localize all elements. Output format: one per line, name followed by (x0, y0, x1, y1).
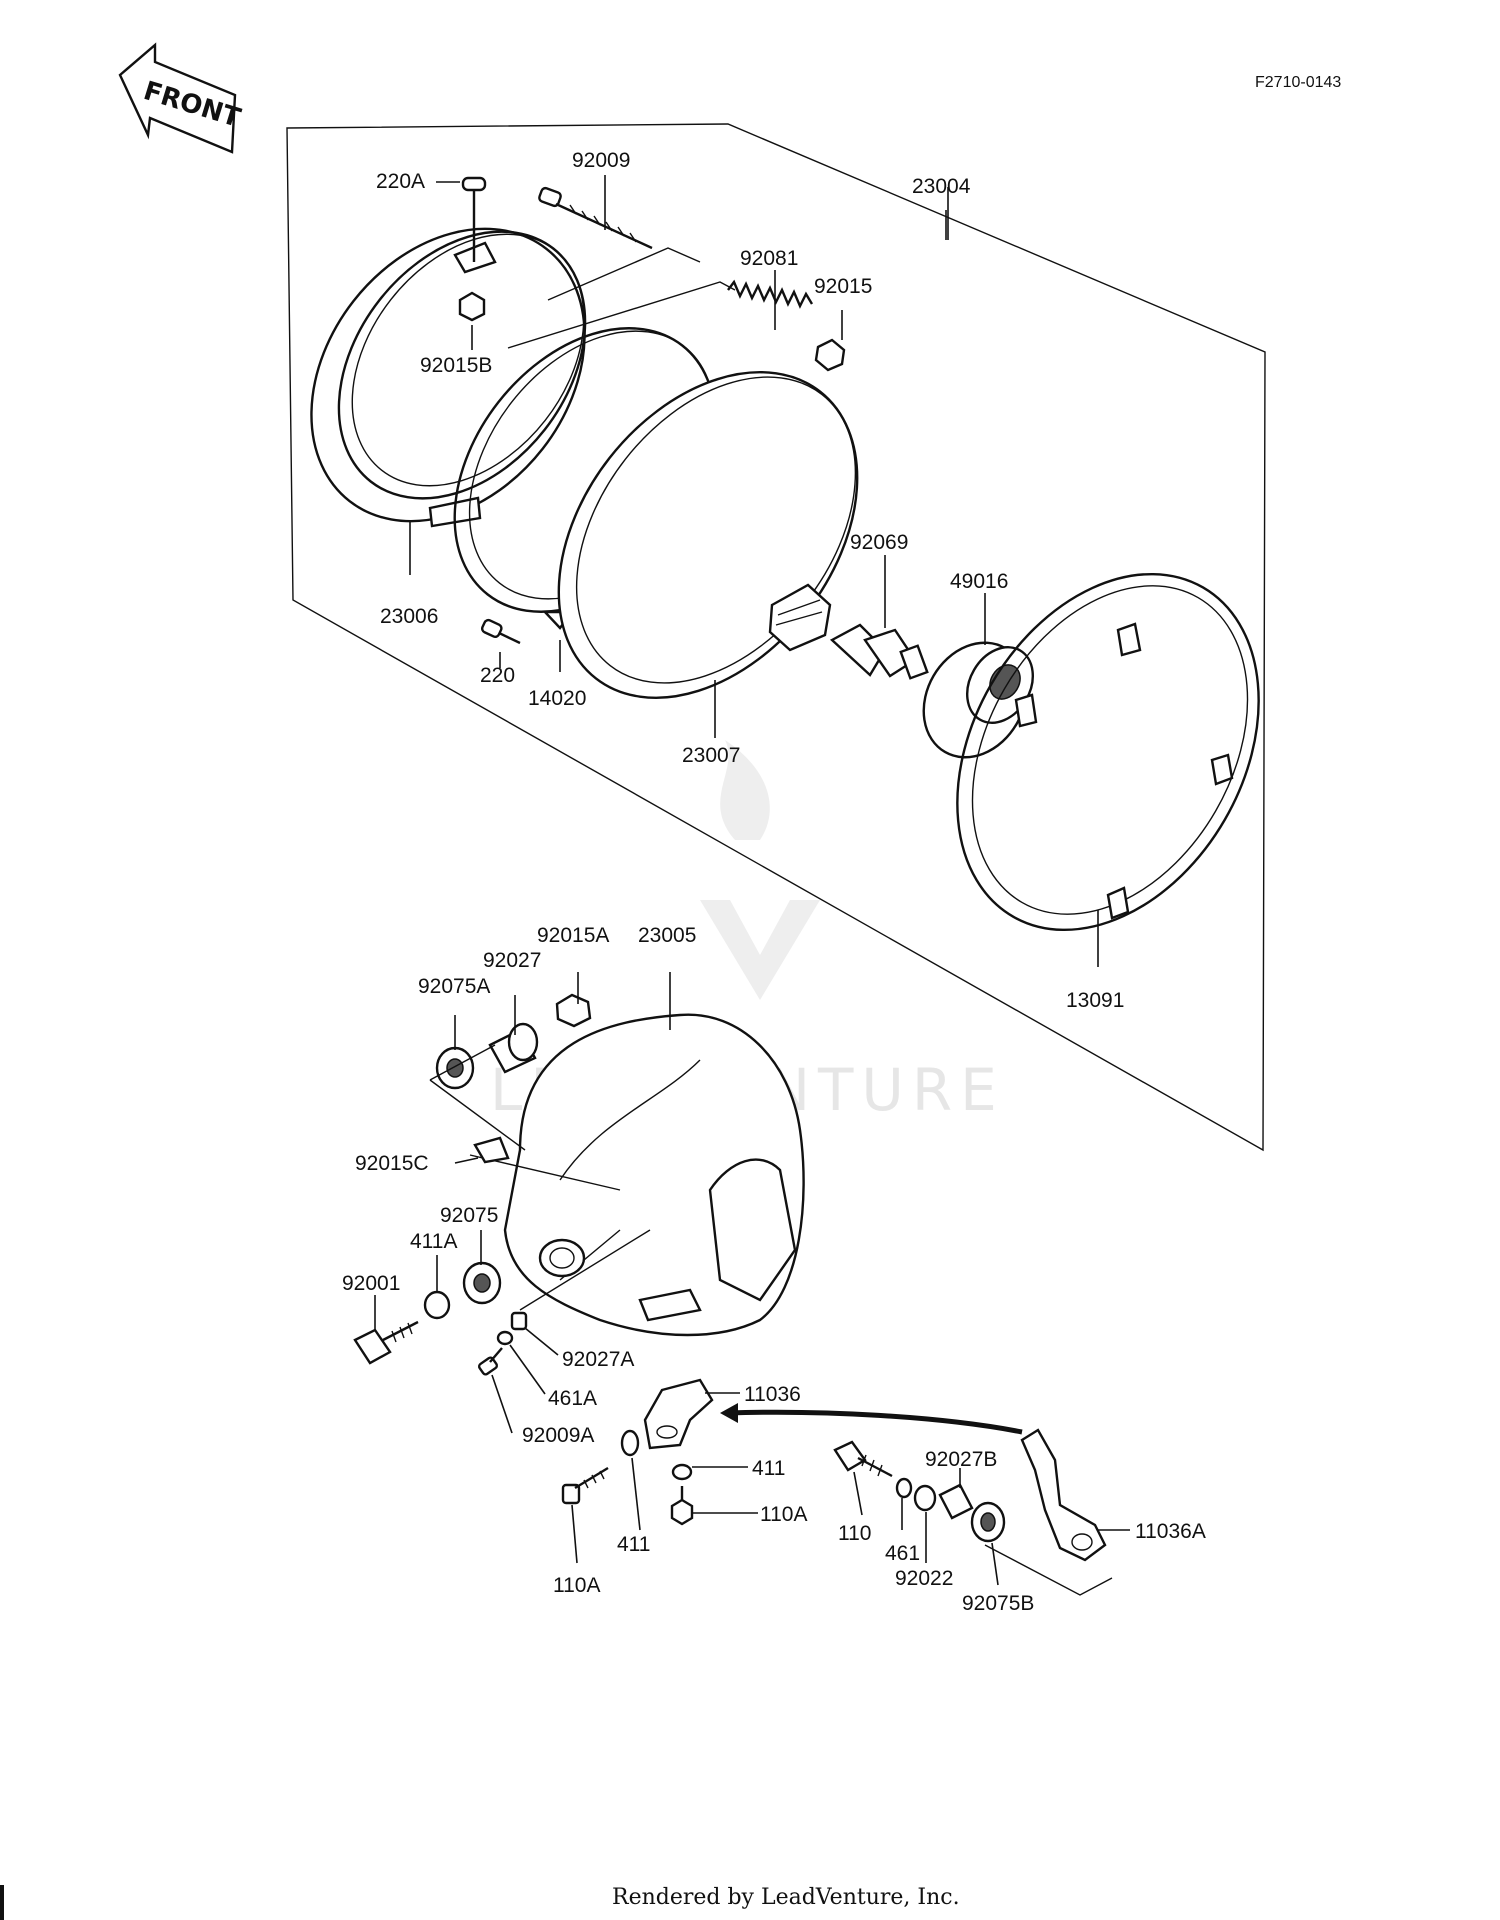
nut-92015a (555, 993, 592, 1028)
callout-92027b: 92027B (925, 1448, 997, 1471)
washer-461 (895, 1477, 913, 1499)
callout-92027a: 92027A (562, 1348, 634, 1371)
guide-line (984, 1544, 1113, 1596)
callout-49016: 49016 (950, 570, 1008, 593)
adjust-bolt-92009 (538, 186, 653, 250)
screw-92009a (477, 1347, 503, 1376)
diagram-code: F2710-0143 (1255, 74, 1341, 91)
assembly-frame-23004 (286, 123, 1266, 1152)
washer-461a (496, 1330, 514, 1346)
callout-23006: 23006 (380, 605, 438, 628)
collar-92027a (510, 1311, 528, 1331)
bolt-110ab (670, 1486, 694, 1526)
callout-labels: 220A 92009 23004 92081 92015 92015B 9206… (342, 149, 1206, 1615)
callout-92009: 92009 (572, 149, 630, 172)
callout-110ab: 110A (553, 1574, 601, 1597)
callout-461: 461 (885, 1542, 920, 1565)
edge-mark (0, 1885, 4, 1920)
relocation-arrow (720, 1403, 1023, 1435)
callout-23004: 23004 (912, 175, 971, 198)
callout-92027: 92027 (483, 949, 541, 972)
callout-92015a: 92015A (537, 924, 609, 947)
callout-92022: 92022 (895, 1567, 953, 1590)
screw-220a (458, 176, 487, 322)
bracket-11036a (1020, 1428, 1107, 1562)
collar-92027 (488, 1022, 539, 1074)
footer-credit: Rendered by LeadVenture, Inc. (612, 1885, 960, 1910)
callout-92075: 92075 (440, 1204, 498, 1227)
callout-92009a: 92009A (522, 1424, 594, 1447)
callout-110a: 110A (760, 1503, 808, 1526)
leader-lines (374, 175, 1130, 1586)
washer-411a (423, 1290, 451, 1320)
callout-23005: 23005 (638, 924, 696, 947)
spring-92081 (727, 279, 846, 372)
screw-220 (481, 618, 521, 645)
callout-92015b: 92015B (420, 354, 492, 377)
callout-23007: 23007 (682, 744, 740, 767)
callout-92081: 92081 (740, 247, 798, 270)
headlight-rim (310, 227, 587, 528)
headlight-housing-23005 (429, 1013, 805, 1337)
guide-line (547, 247, 701, 301)
callout-92075b: 92075B (962, 1592, 1034, 1615)
callout-92015: 92015 (814, 275, 872, 298)
headlight-unit-23007 (557, 371, 859, 699)
bolt-92001 (353, 1320, 419, 1365)
front-arrow-icon: FRONT (118, 42, 244, 154)
washer-411 (620, 1429, 640, 1457)
callout-461a: 461A (548, 1387, 597, 1410)
callout-220: 220 (480, 664, 515, 687)
callout-220a: 220A (376, 170, 425, 193)
callout-13091: 13091 (1066, 989, 1124, 1012)
rear-ring-13091 (956, 572, 1260, 932)
bolt-110 (833, 1440, 893, 1478)
bushing-92075a (435, 1046, 475, 1090)
bushing-92075 (462, 1261, 502, 1305)
callout-92069: 92069 (850, 531, 908, 554)
bracket-11036 (643, 1378, 714, 1450)
callout-11036a: 11036A (1135, 1520, 1206, 1543)
guide-line (507, 281, 736, 349)
washer-92022 (913, 1484, 937, 1512)
callout-92001: 92001 (342, 1272, 400, 1295)
callout-411b: 411 (617, 1533, 650, 1556)
callout-92075a: 92075A (418, 975, 490, 998)
collar-92027b (938, 1483, 974, 1520)
bushing-92075b (970, 1501, 1006, 1543)
washer-411b (671, 1463, 693, 1481)
bulb-92069 (829, 623, 929, 680)
callout-11036: 11036 (744, 1383, 801, 1406)
callout-14020: 14020 (528, 687, 586, 710)
clip-92015c (473, 1136, 510, 1164)
bolt-110a (561, 1466, 609, 1505)
callout-92015c: 92015C (355, 1152, 429, 1175)
callout-411: 411 (752, 1457, 785, 1480)
callout-411a: 411A (410, 1230, 458, 1253)
guide-line (429, 1044, 496, 1081)
callout-110: 110 (838, 1522, 871, 1545)
